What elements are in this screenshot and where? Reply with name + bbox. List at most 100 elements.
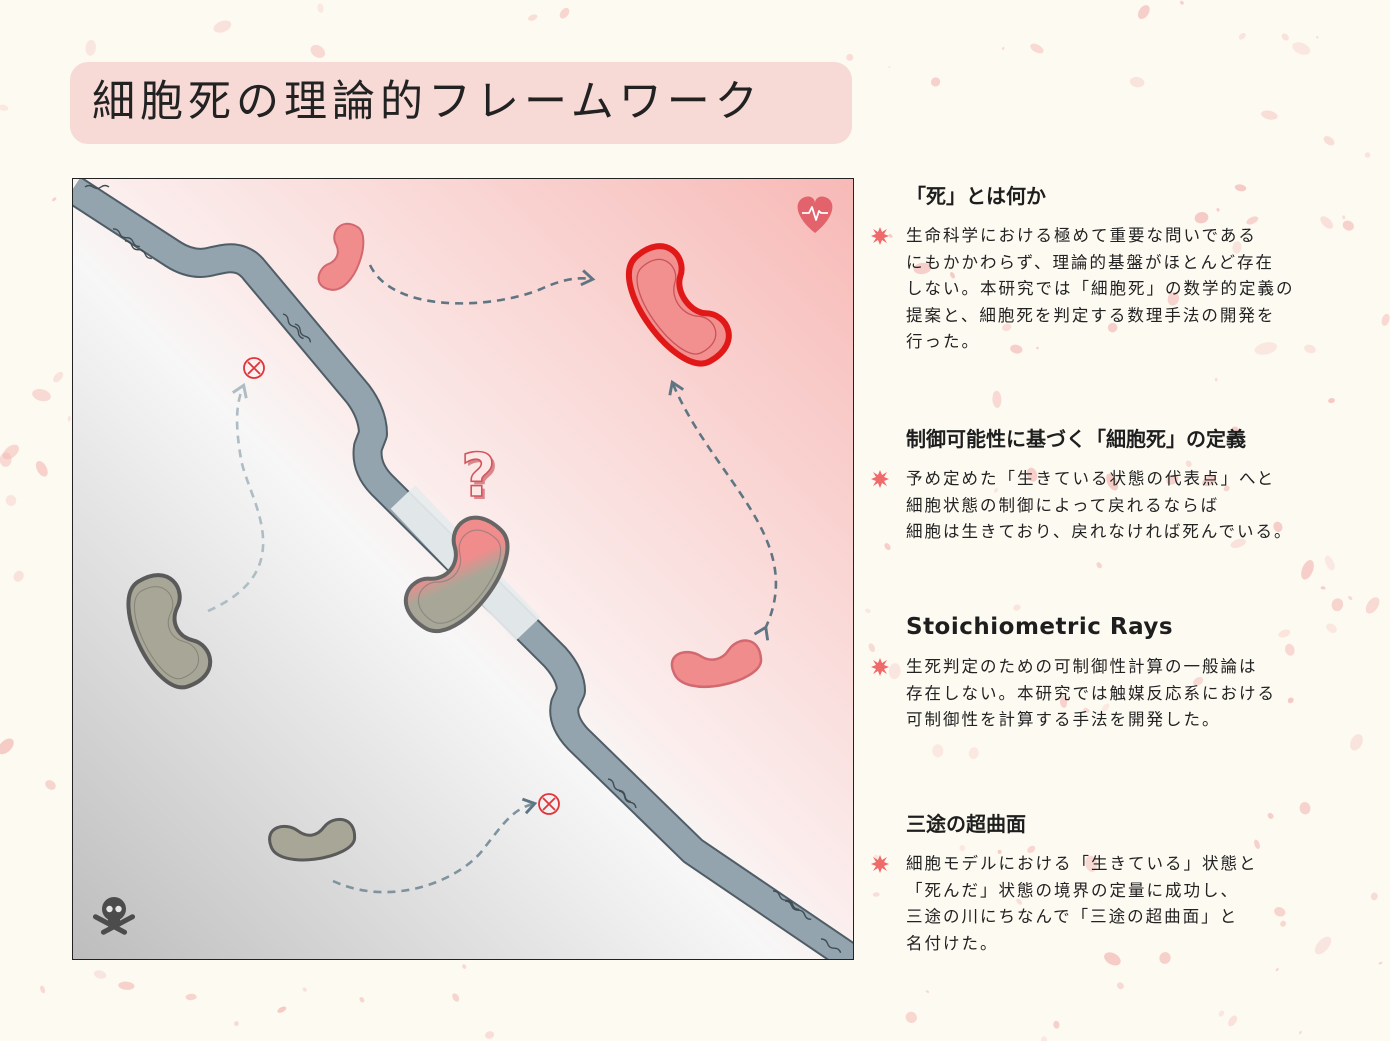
splatter-dot bbox=[118, 981, 135, 990]
section-what-is-death: 「死」とは何か 生命科学における極めて重要な問いである にもかかわらず、理論的基… bbox=[870, 180, 1350, 356]
splatter-dot bbox=[1030, 43, 1044, 54]
splatter-dot bbox=[846, 53, 854, 61]
splatter-dot bbox=[1194, 212, 1209, 224]
section-heading: 「死」とは何か bbox=[906, 184, 1046, 208]
splatter-dot bbox=[1320, 586, 1326, 590]
splatter-dot bbox=[1326, 623, 1337, 633]
section-sanzu-hypersurface: 三途の超曲面 細胞モデルにおける「生きている」状態と 「死んだ」状態の境界の定量… bbox=[870, 808, 1350, 957]
splatter-dot bbox=[1214, 377, 1218, 382]
splatter-dot bbox=[1107, 322, 1118, 333]
splatter-dot bbox=[53, 371, 64, 383]
splatter-dot bbox=[1348, 595, 1353, 601]
splatter-dot bbox=[1230, 538, 1246, 549]
splatter-dot bbox=[1365, 597, 1380, 614]
splatter-dot bbox=[528, 14, 538, 21]
splatter-dot bbox=[1202, 475, 1216, 487]
splatter-dot bbox=[559, 7, 570, 19]
alive-cell-small bbox=[317, 222, 365, 291]
splatter-dot bbox=[0, 738, 14, 755]
trajectory-arrow-return-to-reference bbox=[668, 379, 778, 641]
splatter-dot bbox=[930, 77, 941, 87]
splatter-dot bbox=[1246, 216, 1259, 225]
splatter-dot bbox=[1193, 676, 1204, 686]
splatter-dot bbox=[1223, 485, 1230, 492]
section-text: 細胞モデルにおける「生きている」状態と 「死んだ」状態の境界の定量に成功し、 三… bbox=[906, 854, 1258, 953]
reference-alive-cell bbox=[626, 243, 732, 367]
sanzu-river bbox=[73, 179, 853, 959]
section-controllability-definition: 制御可能性に基づく「細胞死」の定義 予め定めた「生きている状態の代表点」へと 細… bbox=[870, 423, 1350, 546]
splatter-dot bbox=[302, 987, 307, 992]
splatter-dot bbox=[913, 262, 932, 275]
splatter-dot bbox=[1016, 898, 1023, 905]
splatter-dot bbox=[1167, 291, 1179, 306]
diagram-canvas: ? ? bbox=[73, 179, 853, 959]
splatter-dot bbox=[1111, 259, 1114, 263]
splatter-dot bbox=[185, 993, 197, 1001]
splatter-dot bbox=[359, 997, 365, 1003]
splatter-dot bbox=[1281, 33, 1289, 41]
splatter-dot bbox=[1129, 76, 1145, 88]
splatter-dot bbox=[1284, 643, 1295, 656]
section-text: 生命科学における極めて重要な問いである にもかかわらず、理論的基盤がほとんど存在… bbox=[906, 226, 1295, 351]
splatter-dot bbox=[1342, 215, 1346, 220]
splatter-dot bbox=[1010, 344, 1023, 354]
dead-cell-bottom bbox=[268, 817, 357, 862]
splatter-dot bbox=[452, 993, 460, 1002]
section-heading: 三途の超曲面 bbox=[906, 812, 1026, 836]
splatter-dot bbox=[1267, 812, 1274, 819]
splatter-dot bbox=[872, 892, 880, 897]
splatter-dot bbox=[1328, 398, 1335, 404]
splatter-dot bbox=[1026, 467, 1038, 482]
splatter-dot bbox=[1316, 36, 1319, 39]
splatter-dot bbox=[1275, 968, 1279, 972]
splatter-dot bbox=[5, 495, 17, 506]
splat-bullet-icon bbox=[871, 470, 889, 488]
splatter-dot bbox=[865, 608, 871, 614]
boundary-cell bbox=[403, 515, 510, 633]
section-heading: Stoichiometric Rays bbox=[906, 614, 1174, 640]
splatter-dot bbox=[1370, 892, 1378, 901]
splatter-dot bbox=[932, 744, 944, 758]
splatter-dot bbox=[994, 487, 999, 493]
splatter-dot bbox=[1232, 241, 1242, 254]
splatter-dot bbox=[1185, 460, 1192, 468]
trajectory-arrow-dead-blocked-upper bbox=[207, 382, 265, 613]
heart-pulse-icon bbox=[797, 196, 833, 233]
splatter-dot bbox=[234, 1021, 239, 1027]
splatter-dot bbox=[32, 389, 51, 402]
skull-crossbones-icon bbox=[92, 897, 136, 935]
section-heading: 制御可能性に基づく「細胞死」の定義 bbox=[906, 427, 1246, 451]
splatter-dot bbox=[868, 643, 876, 653]
splatter-dot bbox=[93, 970, 107, 979]
section-text: 予め定めた「生きている状態の代表点」へと 細胞状態の制御によって戻れるならば 細… bbox=[906, 469, 1293, 541]
splatter-dot bbox=[0, 104, 9, 111]
splatter-dot bbox=[1116, 982, 1124, 990]
circled-cross-icon bbox=[243, 357, 265, 379]
splatter-dot bbox=[992, 390, 1002, 408]
splatter-dot bbox=[1228, 1015, 1238, 1027]
splatter-dot bbox=[1314, 936, 1332, 955]
splatter-dot bbox=[997, 849, 1002, 854]
section-text: 生死判定のための可制御性計算の一般論は 存在しない。本研究では触媒反応系における… bbox=[906, 657, 1276, 729]
splatter-dot bbox=[1013, 604, 1021, 611]
splatter-dot bbox=[959, 845, 966, 852]
splatter-dot bbox=[1137, 5, 1150, 20]
splatter-dot bbox=[1299, 802, 1311, 815]
splatter-dot bbox=[1179, 0, 1184, 5]
splatter-dot bbox=[888, 234, 893, 238]
splatter-dot bbox=[1280, 920, 1287, 927]
splatter-dot bbox=[1234, 184, 1247, 192]
life-death-diagram: ? ? bbox=[72, 178, 854, 960]
splatter-dot bbox=[1166, 474, 1179, 485]
splatter-dot bbox=[1323, 136, 1335, 146]
splatter-dot bbox=[1053, 1020, 1060, 1029]
splatter-dot bbox=[317, 3, 324, 13]
splatter-dot bbox=[1238, 32, 1246, 40]
splatter-dot bbox=[1254, 342, 1278, 355]
splatter-dot bbox=[1364, 152, 1371, 158]
splatter-dot bbox=[1331, 598, 1344, 612]
splatter-dot bbox=[2, 444, 19, 460]
splatter-dot bbox=[1059, 695, 1068, 708]
splatter-dot bbox=[1041, 1036, 1048, 1041]
